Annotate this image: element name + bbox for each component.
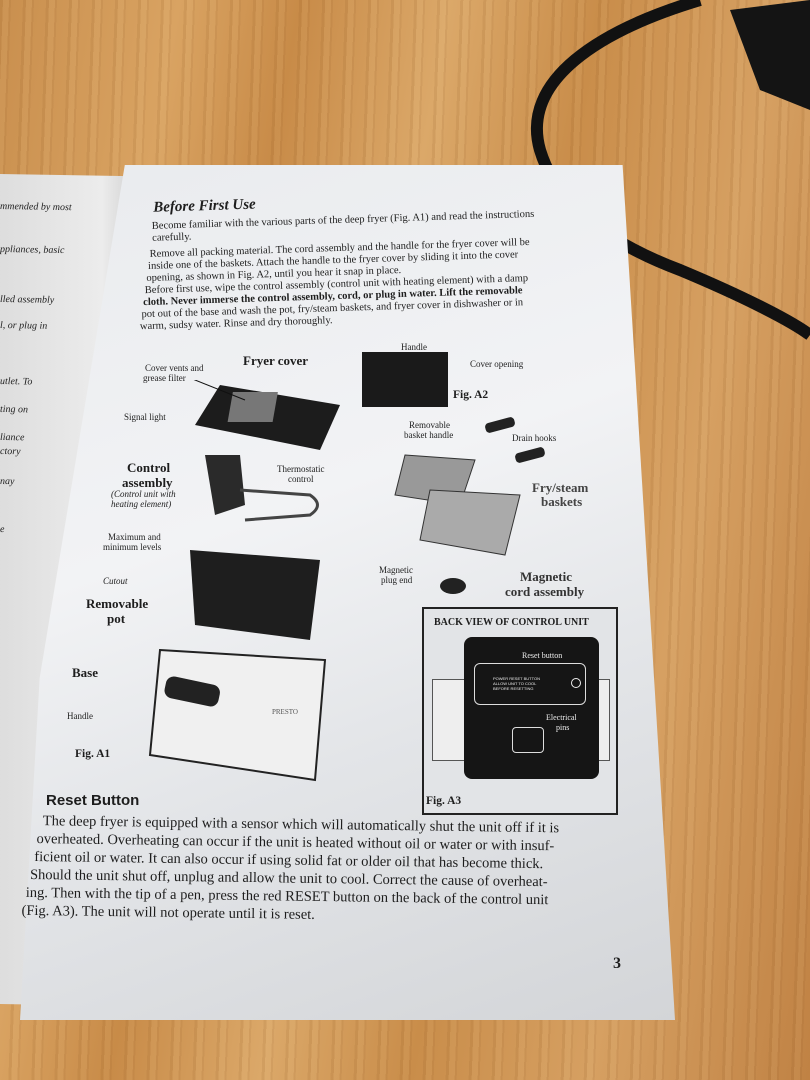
figure-title: BACK VIEW OF CONTROL UNIT — [434, 617, 589, 628]
fryer-cover-drawing — [193, 380, 340, 450]
label-electrical: Electrical — [546, 713, 577, 722]
label-grease-filter: grease filter — [143, 373, 186, 383]
base-drawing — [148, 648, 327, 782]
label-control-sub: heating element) — [111, 499, 172, 509]
panel-text: ALLOW UNIT TO COOL — [493, 681, 537, 686]
left-text: nay — [0, 475, 15, 488]
manual-page — [20, 165, 675, 1020]
label-control: Control — [127, 460, 171, 475]
label-removable: Removable — [86, 596, 149, 611]
label-plug-end: Magnetic — [379, 565, 413, 575]
label-cutout: Cutout — [103, 576, 128, 586]
label-cord-assembly: cord assembly — [505, 584, 585, 599]
label-plate: POWER RESET BUTTON ALLOW UNIT TO COOL BE… — [474, 663, 586, 705]
label-baskets: baskets — [541, 494, 583, 509]
reset-button-icon — [571, 678, 581, 688]
label-drain-hooks: Drain hooks — [512, 433, 557, 443]
section-title: Before First Use — [153, 196, 256, 216]
label-reset-button: Reset button — [522, 651, 563, 660]
figure-a3: BACK VIEW OF CONTROL UNIT POWER RESET BU… — [422, 607, 618, 815]
control-assembly-drawing — [205, 455, 319, 522]
left-text: liance — [0, 431, 25, 444]
left-text: ctory — [0, 445, 21, 458]
removable-pot-drawing — [190, 550, 320, 640]
paragraph-line: carefully. — [152, 231, 192, 244]
left-text: mmended by most — [0, 200, 72, 214]
label-cover-vents: Cover vents and — [145, 363, 204, 373]
label-fryer-cover: Fryer cover — [243, 353, 309, 368]
section-title: Reset Button — [46, 792, 140, 809]
panel-text: POWER RESET BUTTON — [493, 676, 540, 681]
figure-caption: Fig. A2 — [453, 389, 489, 401]
control-panel: POWER RESET BUTTON ALLOW UNIT TO COOL BE… — [464, 637, 599, 779]
left-text: l, or plug in — [0, 319, 48, 332]
label-control-sub: (Control unit with — [111, 489, 176, 499]
brand-logo: PRESTO — [272, 708, 298, 716]
left-text: utlet. To — [0, 375, 33, 388]
label-handle: Handle — [401, 342, 427, 352]
label-pot: pot — [107, 611, 126, 626]
pin-socket — [512, 727, 544, 753]
panel-text: BEFORE RESETTING — [493, 686, 534, 691]
label-fry-steam: Fry/steam — [532, 480, 589, 495]
label-handle: Handle — [67, 711, 93, 721]
label-removable-handle: basket handle — [404, 430, 454, 440]
left-text: ppliances, basic — [0, 243, 65, 257]
label-max-min: Maximum and — [108, 532, 161, 542]
label-thermostatic-control: control — [288, 474, 314, 484]
label-thermostatic: Thermostatic — [277, 464, 325, 474]
label-removable-handle: Removable — [409, 420, 450, 430]
label-cover-opening: Cover opening — [470, 359, 524, 369]
left-text: e — [0, 523, 5, 536]
left-text: lled assembly — [0, 293, 55, 306]
figure-caption: Fig. A1 — [75, 748, 111, 760]
label-signal-light: Signal light — [124, 412, 166, 422]
page-number: 3 — [613, 955, 621, 972]
label-max-min: minimum levels — [103, 542, 162, 552]
left-text: ting on — [0, 403, 29, 416]
label-base: Base — [72, 665, 98, 680]
label-magnetic: Magnetic — [520, 569, 572, 584]
label-assembly: assembly — [122, 475, 173, 490]
baskets-drawing — [394, 417, 545, 556]
label-pins: pins — [556, 723, 570, 732]
label-plug-end: plug end — [381, 575, 413, 585]
figure-caption: Fig. A3 — [426, 795, 462, 807]
fig-a2-photo — [362, 352, 448, 407]
plug-drawing — [440, 578, 466, 594]
